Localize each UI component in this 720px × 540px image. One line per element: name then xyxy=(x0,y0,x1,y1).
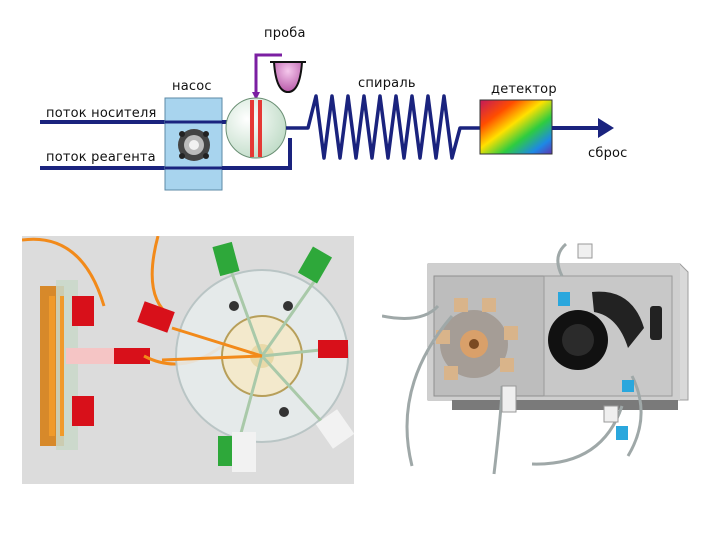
tube-clamp-illustration xyxy=(40,280,150,450)
valve-head-illustration xyxy=(436,298,518,380)
injection-valve-photo xyxy=(22,236,354,484)
pump-label: насос xyxy=(172,79,212,94)
fia-instrument-photo xyxy=(382,236,698,476)
fittings-illustration xyxy=(137,241,354,472)
detector-label: детектор xyxy=(491,82,557,97)
schematic-svg xyxy=(40,53,614,191)
fia-schematic: поток носителя поток реагента насос проб… xyxy=(0,0,720,200)
arrow-icon xyxy=(552,118,614,138)
coil-icon xyxy=(286,94,480,160)
pump-rotor-illustration xyxy=(548,291,662,370)
reagent-stream-label: поток реагента xyxy=(46,150,156,165)
waste-label: сброс xyxy=(588,146,628,161)
coil-label: спираль xyxy=(358,76,416,91)
sample-label: проба xyxy=(264,26,306,41)
injection-valve-illustration xyxy=(22,236,354,484)
connectors-illustration xyxy=(501,243,634,440)
sample-line xyxy=(252,53,282,100)
sample-cup-icon xyxy=(270,61,306,94)
valve-body-illustration xyxy=(161,267,349,445)
peristaltic-pump-icon xyxy=(164,97,223,191)
detector-spectrum-icon xyxy=(479,99,553,155)
fia-instrument-illustration xyxy=(382,236,698,476)
carrier-stream-label: поток носителя xyxy=(46,106,157,121)
injection-valve-icon xyxy=(225,97,287,159)
